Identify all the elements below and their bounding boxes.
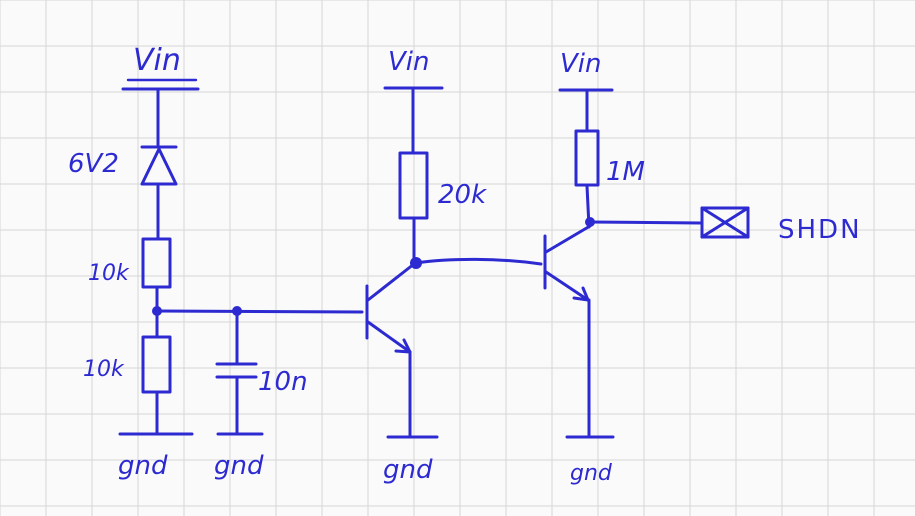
vin-supply-1: Vin	[121, 43, 200, 91]
resistor-10k-top	[141, 237, 172, 289]
connector-terminal	[700, 206, 750, 239]
zener-label: 6V2	[68, 149, 119, 179]
resistor-10k-bottom	[141, 335, 172, 394]
resistor-1m-label: 1M	[606, 157, 645, 187]
resistor-1m	[574, 129, 600, 187]
gnd-4: gnd	[565, 435, 615, 486]
shdn-label: SHDN	[778, 215, 862, 245]
gnd-label-1: gnd	[118, 451, 168, 481]
gnd-2: gnd	[214, 432, 264, 481]
transistor-q1	[365, 262, 416, 354]
resistor-10k-bottom-label: 10k	[83, 357, 125, 382]
resistor-20k-label: 20k	[438, 180, 487, 210]
gnd-label-3: gnd	[383, 455, 433, 485]
capacitor-label: 10n	[258, 367, 308, 397]
capacitor-10n	[215, 309, 258, 436]
vin-label-1: Vin	[133, 43, 181, 78]
gnd-label-2: gnd	[214, 451, 264, 481]
gnd-3: gnd	[383, 435, 439, 485]
vin-label-2: Vin	[388, 47, 430, 77]
gnd-1: gnd	[118, 432, 194, 481]
vin-supply-3: Vin	[558, 49, 614, 92]
zener-diode	[140, 145, 178, 186]
resistor-10k-top-label: 10k	[88, 261, 130, 286]
vin-supply-2: Vin	[383, 47, 444, 90]
vin-label-3: Vin	[560, 49, 602, 79]
gnd-label-4: gnd	[570, 461, 613, 486]
